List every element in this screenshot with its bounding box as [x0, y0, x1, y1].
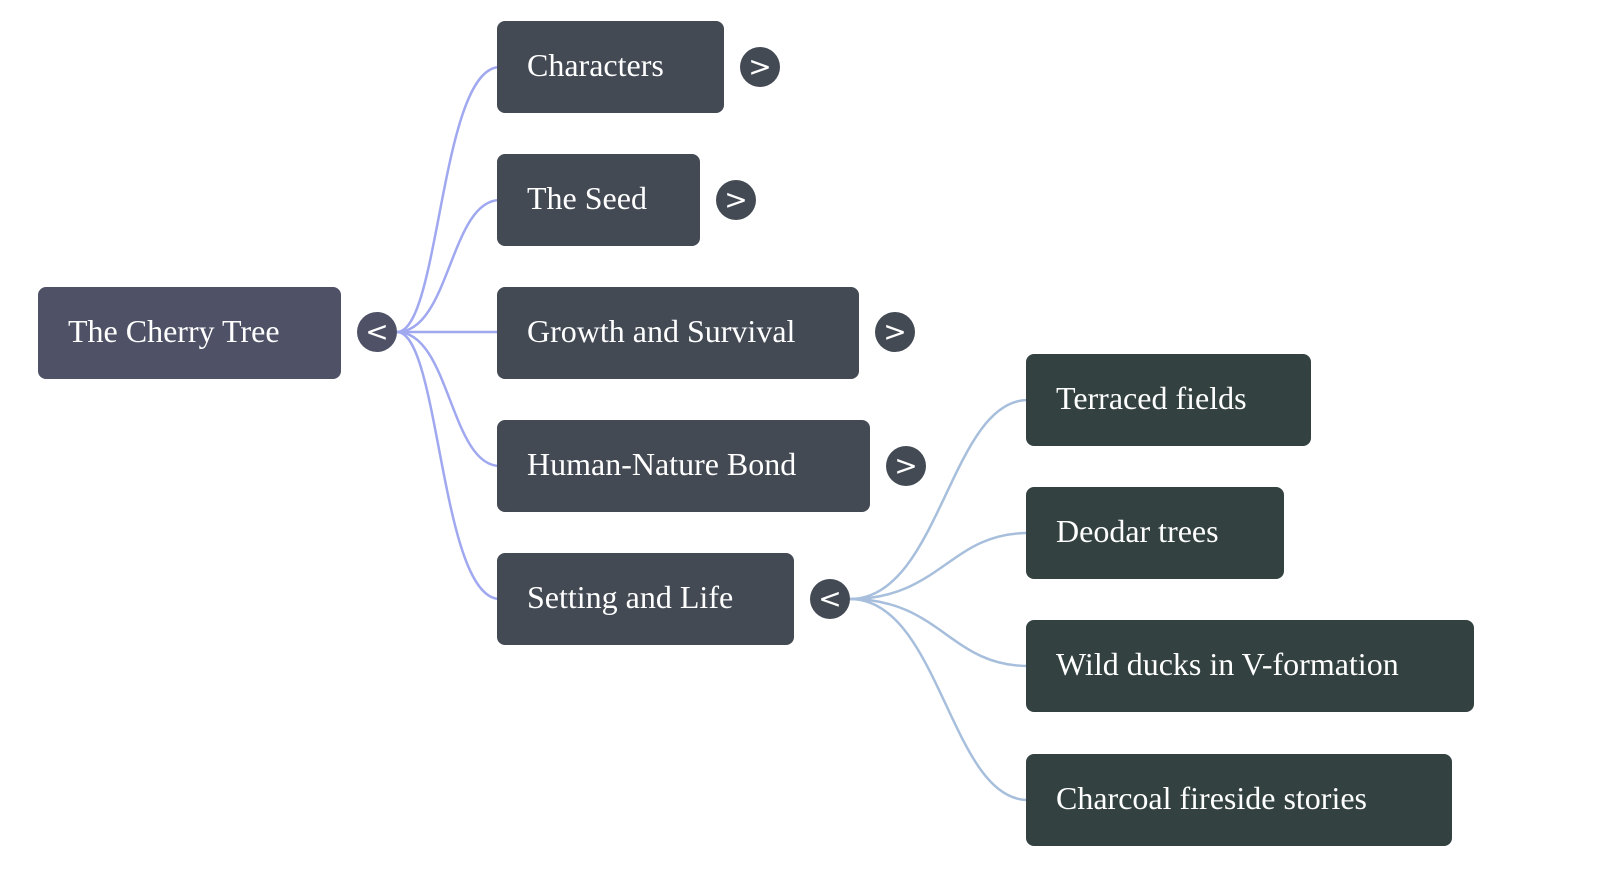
branch-label: Human-Nature Bond — [527, 446, 797, 482]
expand-growth-and-survival-button[interactable]: > — [875, 312, 915, 352]
leaf-node-deodar-trees[interactable]: Deodar trees — [1026, 487, 1284, 579]
branch-label: Characters — [527, 47, 664, 83]
link-setting-charcoal — [849, 597, 1029, 802]
expand-characters-button[interactable]: > — [740, 47, 780, 87]
branch-node-growth-and-survival[interactable]: Growth and Survival — [497, 287, 859, 379]
expand-human-nature-bond-button[interactable]: > — [886, 446, 926, 486]
branch-node-characters[interactable]: Characters — [497, 21, 724, 113]
link-setting-terraced — [849, 398, 1029, 601]
link-setting-deodar — [849, 531, 1029, 601]
chevron-left-icon: < — [365, 314, 389, 348]
leaf-node-terraced-fields[interactable]: Terraced fields — [1026, 354, 1311, 446]
chevron-left-icon: < — [818, 581, 842, 615]
root-node-label: The Cherry Tree — [68, 313, 280, 349]
collapse-root-button[interactable]: < — [357, 312, 397, 352]
expand-the-seed-button[interactable]: > — [716, 180, 756, 220]
leaf-label: Terraced fields — [1056, 380, 1247, 416]
link-root-setting — [396, 330, 501, 601]
leaf-label: Wild ducks in V-formation — [1056, 646, 1399, 682]
chevron-right-icon: > — [894, 448, 918, 482]
branch-label: Growth and Survival — [527, 313, 796, 349]
link-root-bond — [396, 330, 501, 468]
chevron-right-icon: > — [724, 182, 748, 216]
branch-node-human-nature-bond[interactable]: Human-Nature Bond — [497, 420, 870, 512]
branch-label: The Seed — [527, 180, 647, 216]
link-setting-ducks — [849, 597, 1029, 668]
leaf-node-charcoal-fireside-stories[interactable]: Charcoal fireside stories — [1026, 754, 1452, 846]
leaf-node-wild-ducks[interactable]: Wild ducks in V-formation — [1026, 620, 1474, 712]
branch-node-setting-and-life[interactable]: Setting and Life — [497, 553, 794, 645]
root-node[interactable]: The Cherry Tree — [38, 287, 341, 379]
link-root-characters — [396, 65, 501, 334]
chevron-right-icon: > — [748, 49, 772, 83]
leaf-label: Charcoal fireside stories — [1056, 780, 1367, 816]
chevron-right-icon: > — [883, 314, 907, 348]
branch-node-the-seed[interactable]: The Seed — [497, 154, 700, 246]
link-root-seed — [396, 198, 501, 334]
leaf-label: Deodar trees — [1056, 513, 1219, 549]
branch-label: Setting and Life — [527, 579, 734, 615]
collapse-setting-and-life-button[interactable]: < — [810, 579, 850, 619]
